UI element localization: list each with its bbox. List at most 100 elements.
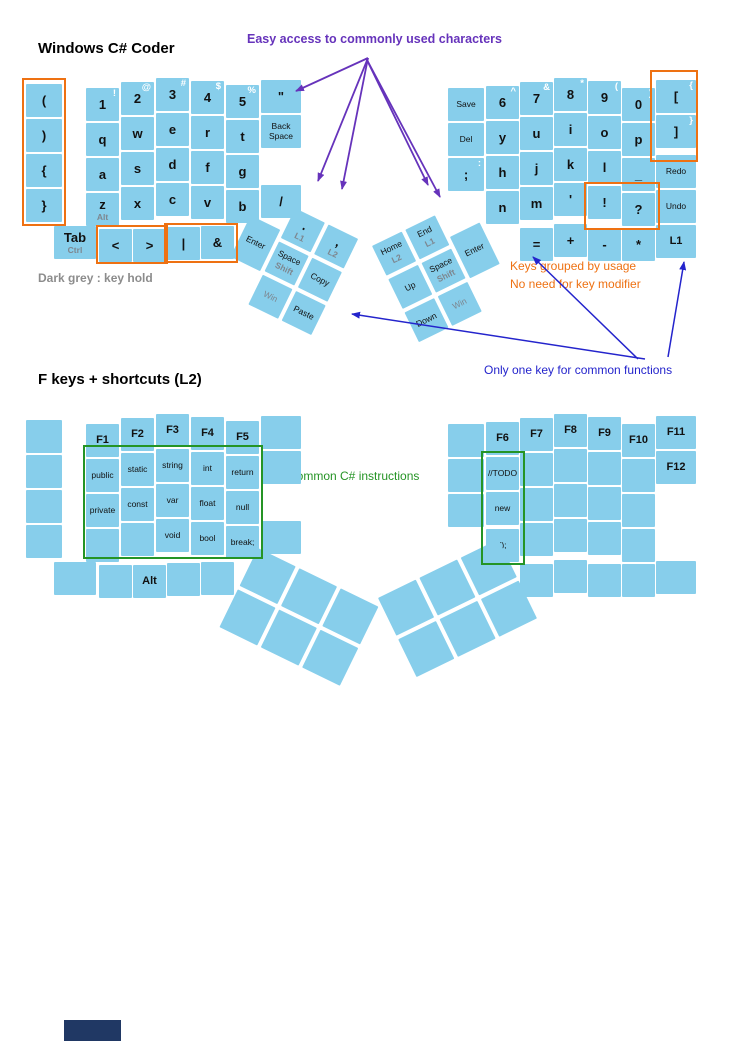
key-void: void (156, 519, 189, 552)
key-p: p (622, 123, 655, 156)
key-f6: F6 (486, 422, 519, 455)
box-exclaim-question (584, 182, 660, 230)
key-blank: :; (448, 158, 484, 191)
footer-bar (64, 1020, 121, 1041)
key-blank: = (520, 228, 553, 261)
key-todo: //TODO (486, 457, 519, 490)
key-f12: F12 (656, 451, 696, 484)
key-1: !1 (86, 88, 119, 121)
key-c: c (156, 183, 189, 216)
key-alt: Alt (133, 565, 166, 598)
key-f: f (191, 151, 224, 184)
key-f10: F10 (622, 424, 655, 457)
key-save: Save (448, 88, 484, 121)
key-blank: " (261, 80, 301, 113)
box-cs-keywords-right (481, 451, 525, 565)
key-u: u (520, 117, 553, 150)
key-blank (26, 525, 62, 558)
key-f1: F1 (86, 424, 119, 457)
key-blank (622, 529, 655, 562)
key-blank: > (133, 229, 166, 262)
box-square-brackets (650, 70, 698, 162)
key-blank (554, 484, 587, 517)
key-blank: | (167, 227, 200, 260)
key-f9: F9 (588, 417, 621, 450)
key-del: Del (448, 123, 484, 156)
key-blank (261, 451, 301, 484)
key-2: @2 (121, 82, 154, 115)
key-blank: * (622, 228, 655, 261)
key-float: float (191, 487, 224, 520)
key-f5: F5 (226, 421, 259, 454)
key-bool: bool (191, 522, 224, 555)
key-blank (520, 523, 553, 556)
key-r: r (191, 116, 224, 149)
key-private: private (86, 494, 119, 527)
key-d: d (156, 148, 189, 181)
key-f7: F7 (520, 418, 553, 451)
key-e: e (156, 113, 189, 146)
key-blank: ! (588, 186, 621, 219)
key-blank (656, 561, 696, 594)
key-blank: { (26, 154, 62, 187)
key-j: j (520, 152, 553, 185)
key-blank (622, 564, 655, 597)
key-l: l (588, 151, 621, 184)
key-g: g (226, 155, 259, 188)
key-public: public (86, 459, 119, 492)
key-blank: & (201, 226, 234, 259)
key-a: a (86, 158, 119, 191)
key-break: break; (226, 526, 259, 559)
key-blank (121, 523, 154, 556)
key-blank: ) (26, 119, 62, 152)
key-4: $4 (191, 81, 224, 114)
key-blank (26, 420, 62, 453)
key-blank (448, 459, 484, 492)
key-6: ^6 (486, 86, 519, 119)
key-s: s (121, 152, 154, 185)
key-blank (520, 453, 553, 486)
key-l1: L1 (656, 225, 696, 258)
page-title: Windows C# Coder (38, 40, 175, 57)
key-blank (99, 565, 132, 598)
key-blank: _ (622, 158, 655, 191)
key-blank (520, 564, 553, 597)
key-string: string (156, 449, 189, 482)
box-angle-brackets (96, 225, 168, 264)
key-blank: } (26, 189, 62, 222)
key-blank (448, 494, 484, 527)
key-back-space: Back Space (261, 115, 301, 148)
box-pipe-amp (164, 223, 238, 263)
key-blank (588, 487, 621, 520)
key-h: h (486, 156, 519, 189)
key-blank: {[ (656, 80, 696, 113)
key-blank (588, 564, 621, 597)
key-f3: F3 (156, 414, 189, 447)
key-blank: < (99, 229, 132, 262)
annotation-easy-access: Easy access to commonly used characters (247, 32, 502, 46)
key-n: n (486, 191, 519, 224)
annotation-one-key: Only one key for common functions (484, 363, 673, 377)
key-blank: ' (554, 183, 587, 216)
key-const: const (121, 488, 154, 521)
key-blank (54, 562, 96, 595)
key-k: k (554, 148, 587, 181)
key-5: %5 (226, 85, 259, 118)
key-blank (588, 522, 621, 555)
key-var: var (156, 484, 189, 517)
key-8: *8 (554, 78, 587, 111)
key-blank (201, 562, 234, 595)
key-blank: + (554, 224, 587, 257)
box-left-brackets-column (22, 78, 66, 226)
key-v: v (191, 186, 224, 219)
key-f11: F11 (656, 416, 696, 449)
key-7: &7 (520, 82, 553, 115)
key-blank (261, 521, 301, 554)
key-return: return (226, 456, 259, 489)
key-t: t (226, 120, 259, 153)
